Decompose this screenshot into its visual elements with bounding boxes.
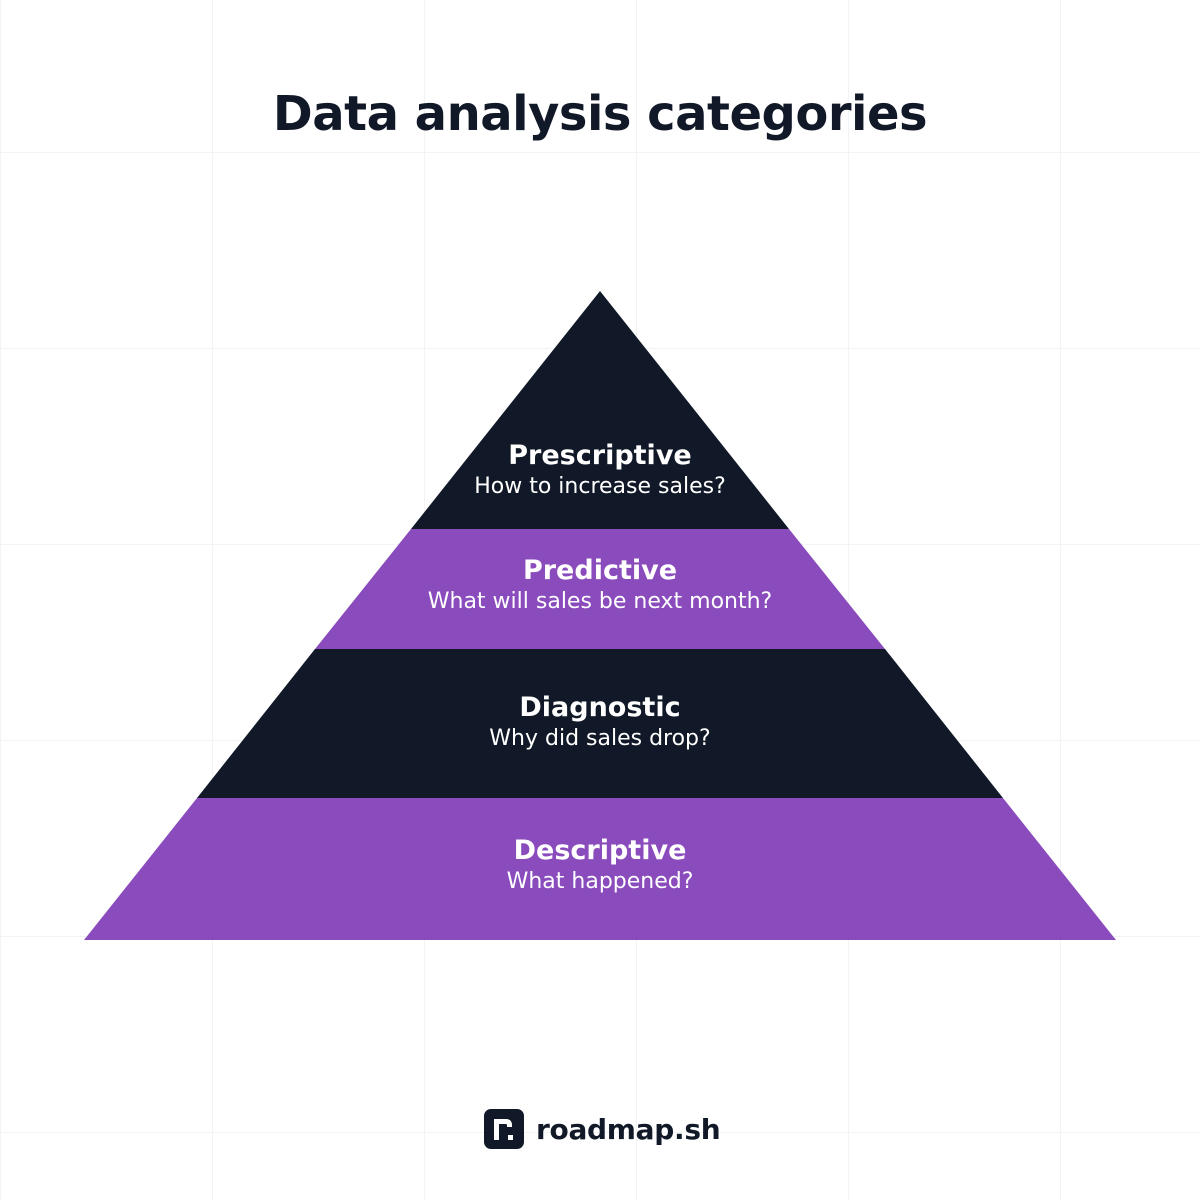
- tier-diagnostic-shape: [197, 649, 1003, 798]
- tier-predictive-question: What will sales be next month?: [427, 589, 773, 614]
- tier-descriptive: Descriptive What happened?: [0, 834, 1200, 896]
- tier-descriptive-shape: [84, 798, 1116, 940]
- tier-predictive: Predictive What will sales be next month…: [0, 554, 1200, 616]
- tier-prescriptive-question: How to increase sales?: [474, 474, 726, 499]
- roadmap-logo-icon: [484, 1109, 524, 1149]
- tier-descriptive-name: Descriptive: [513, 835, 687, 866]
- tier-diagnostic-question: Why did sales drop?: [489, 726, 711, 751]
- tier-predictive-name: Predictive: [522, 555, 678, 586]
- tier-prescriptive: Prescriptive How to increase sales?: [0, 439, 1200, 501]
- tier-predictive-shape: [315, 529, 885, 649]
- tier-diagnostic-name: Diagnostic: [519, 692, 681, 723]
- brand: roadmap.sh: [484, 1108, 721, 1150]
- tier-descriptive-question: What happened?: [506, 869, 694, 894]
- tier-diagnostic: Diagnostic Why did sales drop?: [0, 691, 1200, 753]
- tier-prescriptive-shape: [411, 291, 789, 529]
- brand-name: roadmap.sh: [536, 1112, 721, 1146]
- tier-prescriptive-name: Prescriptive: [508, 440, 692, 471]
- diagram-title: Data analysis categories: [272, 86, 928, 142]
